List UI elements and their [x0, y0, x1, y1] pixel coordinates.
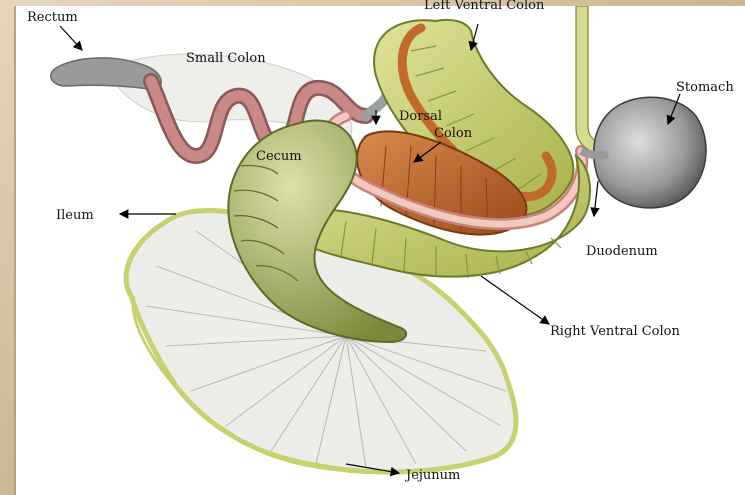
- stomach-shape: [594, 97, 706, 208]
- label-stomach: Stomach: [676, 80, 734, 95]
- label-rectum: Rectum: [27, 10, 78, 25]
- label-dorsal: Dorsal: [399, 109, 442, 124]
- rectum-pointer: [60, 26, 82, 50]
- label-ileum: Ileum: [56, 208, 94, 223]
- duodenum-pointer: [594, 181, 598, 216]
- label-small-colon: Small Colon: [186, 51, 266, 66]
- label-jejunum: Jejunum: [406, 468, 460, 483]
- label-colon: Colon: [434, 126, 472, 141]
- right-ventral-colon-pointer: [481, 276, 549, 324]
- label-right-ventral-colon: Right Ventral Colon: [550, 324, 680, 339]
- label-duodenum: Duodenum: [586, 244, 658, 259]
- diagram-panel: Rectum Small Colon Left Ventral Colon St…: [14, 6, 745, 495]
- label-left-ventral-colon: Left Ventral Colon: [424, 0, 544, 13]
- label-cecum: Cecum: [256, 149, 302, 164]
